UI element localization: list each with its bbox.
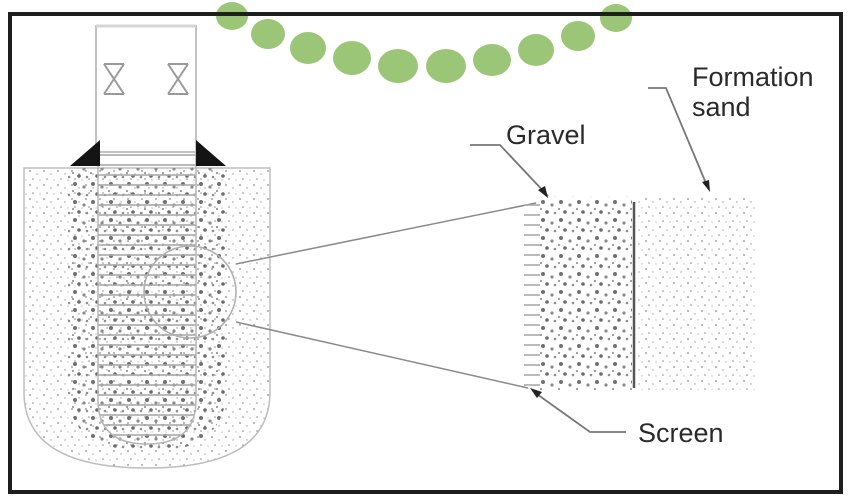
label-formation-line2: sand	[692, 92, 751, 122]
packer-right	[196, 140, 226, 166]
zoom-line-bottom	[236, 322, 528, 388]
label-formation-line1: Formation	[692, 62, 814, 92]
formation-sand-zone	[638, 196, 756, 390]
screen-pipe	[98, 150, 196, 444]
leader-screen	[534, 392, 626, 432]
label-screen: Screen	[638, 418, 724, 448]
detail-enlargement	[524, 196, 756, 390]
upper-pipe	[96, 26, 196, 152]
label-gravel: Gravel	[506, 120, 586, 150]
zoom-line-top	[236, 203, 536, 264]
screen-band	[524, 200, 540, 390]
arrowhead-formation	[702, 180, 710, 192]
gravel-zone	[540, 196, 632, 390]
leader-gravel	[470, 145, 548, 196]
wellbore-schematic	[24, 26, 270, 468]
